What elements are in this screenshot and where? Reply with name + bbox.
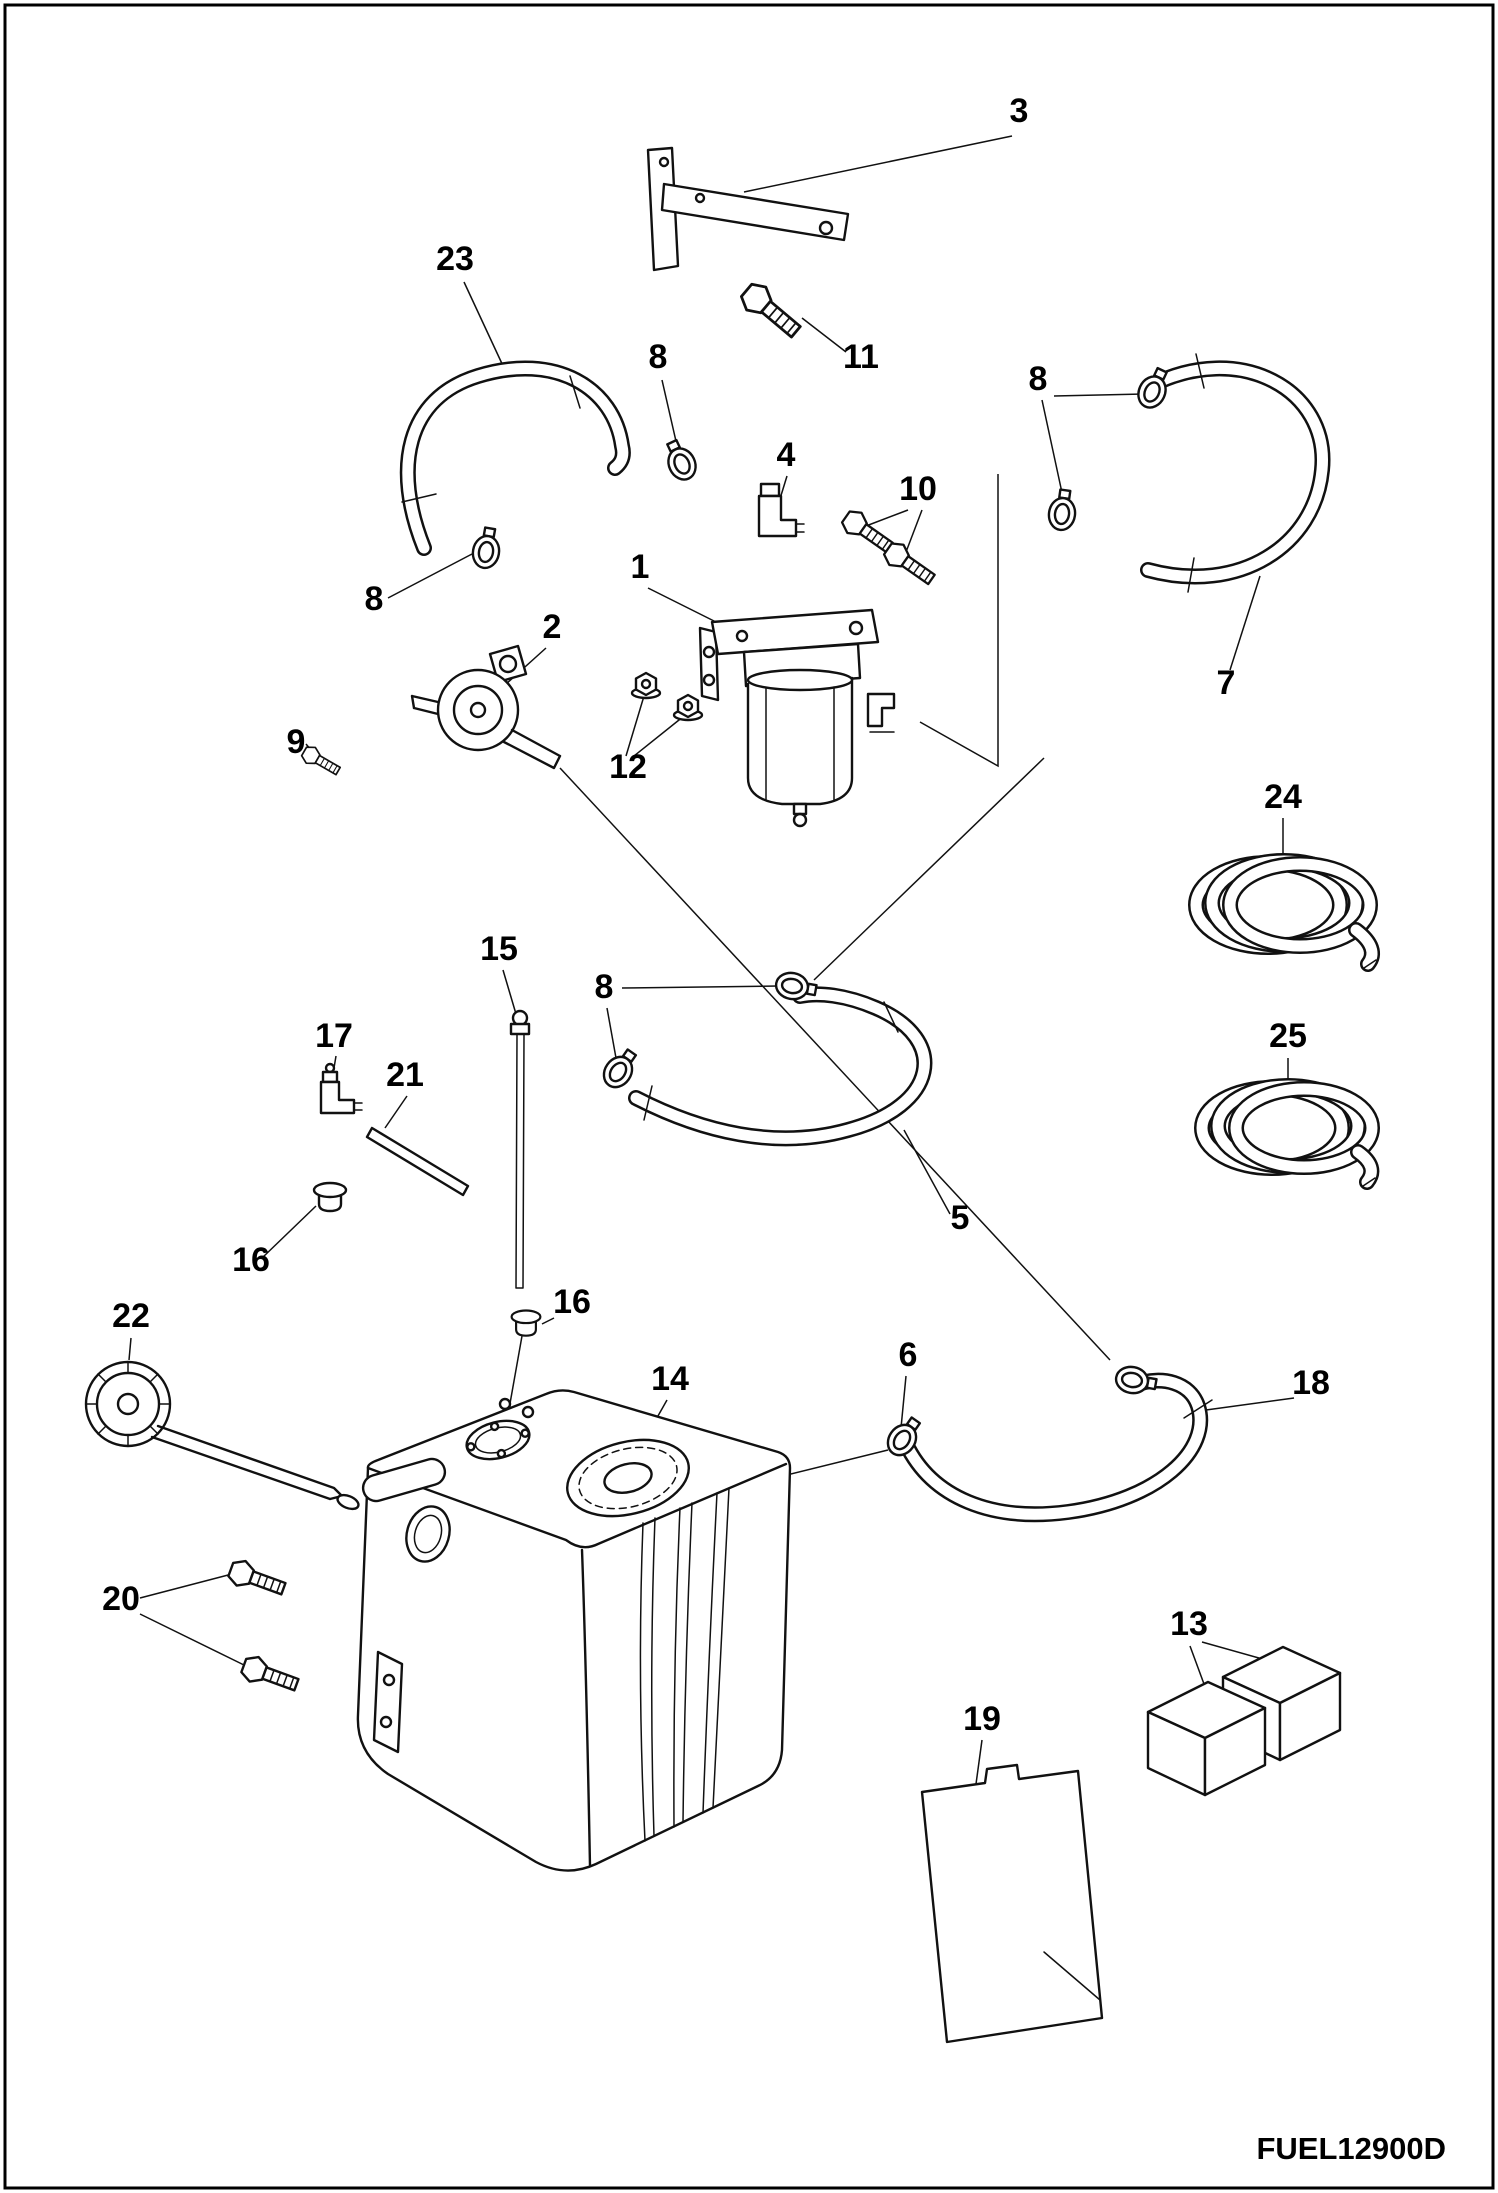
part-13-boxes [1146,1645,1342,1797]
callout-1: 1 [631,548,650,586]
callout-14: 14 [651,1360,689,1398]
part-5-hose [628,986,933,1147]
tank-top-recess [361,1457,447,1503]
sender-screw-b [521,1405,535,1419]
figure-code: FUEL12900D [1256,2131,1446,2166]
part-3-mount-bracket [646,146,850,272]
leader-8-1 [661,379,679,451]
callout-7: 7 [1217,664,1236,702]
part-16-grommet-b [510,1309,542,1337]
assembly-line-2 [559,767,1111,1361]
leader-23 [463,281,505,369]
callout-13: 13 [1170,1605,1208,1643]
callout-8-4: 8 [595,968,614,1006]
callout-3: 3 [1010,92,1029,130]
part-14-fill-cap [566,1438,690,1518]
tank-mount-tab [372,1650,404,1754]
leader-10a [865,509,909,527]
part-1-fuel-filter-assembly [698,608,896,828]
part-24-hose-coil [1188,853,1380,972]
part-18-hose [898,1372,1213,1523]
leader-8-4b [621,985,779,989]
leader-6 [900,1375,907,1429]
leader-18 [1205,1397,1295,1411]
callout-8-1: 8 [649,338,668,376]
callout-11: 11 [843,338,879,376]
leader-16-1 [261,1205,317,1259]
part-21-tube [365,1126,470,1197]
sender-screw-a [498,1397,512,1411]
part-23-hose [399,360,631,556]
callout-15: 15 [480,930,518,968]
callout-16-1: 16 [232,1241,270,1279]
callout-9: 9 [287,723,306,761]
callout-8-3: 8 [365,580,384,618]
leader-13b [1201,1641,1267,1661]
leader-21 [384,1095,408,1129]
leader-13a [1189,1645,1205,1685]
leader-20a [139,1573,233,1599]
leader-7 [1229,575,1261,671]
leader-12a [625,695,645,757]
callout-18: 18 [1292,1364,1330,1402]
leader-5 [903,1129,951,1215]
leader-22 [128,1337,132,1361]
callout-6: 6 [899,1336,918,1374]
leader-10b [905,509,923,553]
leader-lines [128,135,1295,1785]
callout-16-2: 16 [553,1283,591,1321]
part-4-elbow-fitting [757,482,805,538]
callout-5: 5 [951,1199,970,1237]
callout-20: 20 [102,1580,140,1618]
callout-17: 17 [315,1017,353,1055]
callout-2: 2 [543,608,562,646]
part-17-elbow-fitting [319,1062,363,1115]
leader-8-2a [1041,399,1065,503]
leader-8-4a [606,1007,617,1059]
part-2-fuel-pump [410,644,562,770]
leader-11 [801,317,847,353]
callout-10: 10 [899,470,937,508]
part-7-hose [1140,353,1331,593]
leader-12b [633,715,685,757]
callout-12: 12 [609,748,647,786]
callout-24: 24 [1264,778,1302,816]
leader-8-3 [387,553,473,599]
callout-8-2: 8 [1029,360,1048,398]
fuel-tank [356,1389,792,1872]
part-16-grommet-a [312,1181,348,1213]
leader-16-2 [541,1317,555,1325]
assembly-line-1 [919,474,999,768]
leader-8-2b [1053,393,1145,397]
part-19-decal-sheet [920,1763,1104,2044]
callout-4: 4 [777,436,796,474]
leader-19 [975,1739,983,1785]
callout-25: 25 [1269,1017,1307,1055]
part-22-fuel-gauge-cap [84,1360,360,1511]
leader-15 [502,969,517,1015]
callout-23: 23 [436,240,474,278]
part-25-hose-coil [1194,1078,1380,1190]
part-15-vent-rod [509,1009,531,1289]
leader-20b [139,1613,247,1667]
assembly-line-3 [813,757,1045,981]
tank-sender-port [465,1419,531,1461]
leader-3 [743,135,1013,193]
callout-19: 19 [963,1700,1001,1738]
callout-21: 21 [386,1056,424,1094]
callout-22: 22 [112,1297,150,1335]
tank-side-port [405,1505,451,1563]
